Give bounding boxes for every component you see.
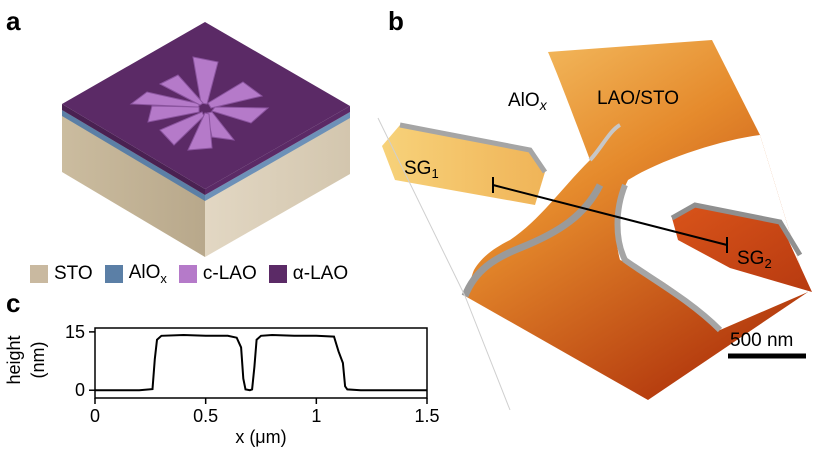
alox-left-layer bbox=[62, 110, 205, 201]
clao-pattern bbox=[129, 56, 270, 151]
y-tick-label: 15 bbox=[65, 322, 85, 342]
height-profile-chart: 0 0.5 1 1.5 0 15 height (nm) x (μm) bbox=[4, 322, 440, 447]
sto-left-face bbox=[62, 110, 205, 257]
legend-swatch-clao bbox=[178, 264, 197, 283]
plot-frame bbox=[94, 327, 428, 399]
legend-item-alao: α-LAO bbox=[268, 262, 349, 285]
y-tick-label: 0 bbox=[75, 380, 85, 400]
alao-top-face bbox=[62, 22, 350, 189]
linecut-line bbox=[492, 184, 728, 246]
sg1-pad bbox=[382, 125, 545, 205]
panel-letter-b: b bbox=[388, 6, 404, 36]
alao-left-edge bbox=[62, 104, 205, 195]
alao-right-edge bbox=[205, 106, 350, 195]
panel-letter-c: c bbox=[6, 288, 21, 318]
channel-edge-right bbox=[614, 183, 723, 333]
label-sg2: SG2 bbox=[737, 248, 772, 271]
legend-item-clao: c-LAO bbox=[178, 262, 257, 285]
sto-right-face bbox=[205, 112, 350, 257]
x-tick-label: 1 bbox=[311, 406, 321, 426]
legend-item-sto: STO bbox=[30, 263, 93, 285]
legend-label-alox: AlOx bbox=[128, 262, 167, 286]
label-laosto: LAO/STO bbox=[597, 88, 679, 109]
legend-label-alao: α-LAO bbox=[292, 262, 349, 284]
channel-edge-left bbox=[461, 183, 604, 298]
y-axis-label-line1: height bbox=[4, 335, 24, 384]
legend-swatch-alao bbox=[268, 264, 287, 283]
legend-swatch-sto bbox=[30, 264, 48, 283]
scalebar-label: 500 nm bbox=[730, 330, 793, 351]
sg2-pad bbox=[672, 205, 812, 292]
legend-label-sto: STO bbox=[54, 262, 93, 284]
legend-label-clao: c-LAO bbox=[202, 262, 257, 284]
x-tick-label: 0 bbox=[90, 406, 100, 426]
panel-letter-a: a bbox=[6, 6, 21, 36]
afm-image bbox=[377, 40, 812, 411]
x-tick-label: 1.5 bbox=[414, 406, 439, 426]
x-tick-label: 0.5 bbox=[193, 406, 218, 426]
legend-item-alox: AlOx bbox=[104, 262, 167, 286]
series-line-height bbox=[95, 333, 427, 392]
alox-right-layer bbox=[205, 112, 350, 201]
legend-swatch-alox bbox=[104, 264, 123, 283]
label-sg1: SG1 bbox=[404, 158, 439, 181]
x-axis-label: x (μm) bbox=[235, 427, 286, 447]
y-axis-label-line2: (nm) bbox=[28, 342, 48, 379]
legend: STO AlOx c-LAO α-LAO bbox=[30, 262, 360, 286]
device-schematic bbox=[62, 22, 350, 257]
label-alox: AlOx bbox=[508, 90, 548, 113]
